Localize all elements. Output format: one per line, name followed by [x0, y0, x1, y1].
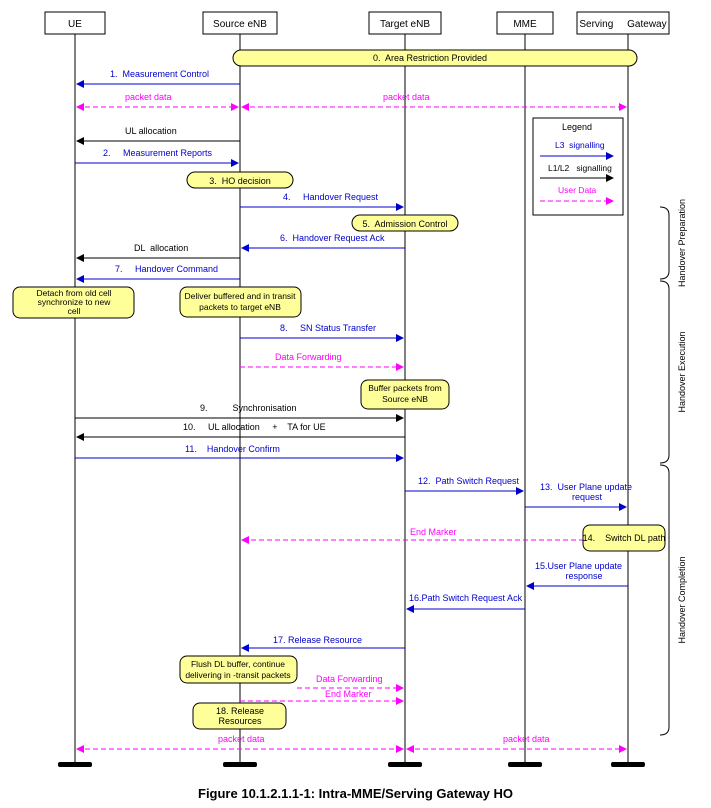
lifeline-foot-mme [508, 762, 542, 767]
label-handover-request-ack: 6. Handover Request Ack [280, 233, 385, 243]
lifeline-foot-serving-gateway [611, 762, 645, 767]
note-admission-control [351, 214, 459, 232]
lifeline-foot-source-enb [223, 762, 257, 767]
entity-box-serving-gateway [576, 11, 670, 35]
label-measurement-reports: 2. Measurement Reports [103, 148, 213, 158]
label-buffer-1: Buffer packets from [368, 383, 442, 393]
note-detach [12, 286, 135, 319]
label-flush-2: delivering in -transit packets [185, 670, 290, 680]
label-admission-control: 5. Admission Control [362, 219, 447, 229]
label-path-switch-request: 12. Path Switch Request [418, 476, 520, 486]
note-ho-decision [186, 171, 294, 189]
label-packet-data-3: packet data [218, 734, 265, 744]
lifeline-foot-ue [58, 762, 92, 767]
label-switch-dl-path: 14. Switch DL path [583, 533, 666, 543]
label-detach-3: cell [68, 306, 81, 316]
label-area-restriction: 0. Area Restriction Provided [373, 53, 487, 63]
entity-label-mme: MME [513, 19, 537, 30]
note-switch-dl-path [582, 524, 666, 552]
label-release-resources-2: Resources [218, 716, 262, 726]
label-packet-data-4: packet data [503, 734, 550, 744]
label-handover-execution: Handover Execution [677, 331, 687, 412]
brace-handover-execution [659, 280, 670, 464]
label-synchronisation: 9. Synchronisation [200, 403, 297, 413]
brace-handover-preparation [659, 206, 670, 280]
lifeline-foot-target-enb [388, 762, 422, 767]
label-handover-preparation: Handover Preparation [677, 199, 687, 287]
label-handover-completion: Handover Completion [677, 556, 687, 643]
label-flush-1: Flush DL buffer, continue [191, 659, 285, 669]
label-ul-allocation-ta: 10. UL allocation + TA for UE [183, 422, 326, 432]
label-user-plane-update-request-2: request [572, 492, 603, 502]
legend-l3-label: L3 signalling [555, 140, 605, 150]
label-end-marker-2: End Marker [325, 689, 372, 699]
label-user-plane-update-request-1: 13. User Plane update [540, 482, 632, 492]
entity-label-source-enb: Source eNB [213, 19, 267, 30]
label-detach-2: synchronize to new [38, 297, 112, 307]
label-dl-allocation: DL allocation [134, 243, 188, 253]
label-release-resource: 17. Release Resource [273, 635, 362, 645]
label-handover-request: 4. Handover Request [283, 192, 379, 202]
label-packet-data-1: packet data [125, 92, 172, 102]
label-packet-data-2: packet data [383, 92, 430, 102]
label-deliver-1: Deliver buffered and in transit [185, 291, 297, 301]
note-buffer-packets [360, 379, 450, 410]
entity-box-source-enb [202, 11, 278, 35]
label-detach-1: Detach from old cell [36, 288, 111, 298]
entity-box-target-enb [368, 11, 442, 35]
note-area-restriction [232, 49, 638, 67]
label-handover-confirm: 11. Handover Confirm [185, 444, 280, 454]
note-flush-dl-buffer [179, 655, 298, 684]
legend-user-data-label: User Data [558, 185, 597, 195]
entity-label-serving-gateway: Serving Gateway [579, 19, 666, 30]
label-measurement-control: 1. Measurement Control [110, 69, 209, 79]
figure-caption: Figure 10.1.2.1.1-1: Intra-MME/Serving G… [198, 786, 513, 801]
entity-label-ue: UE [68, 19, 82, 30]
label-user-plane-update-response-2: response [565, 571, 602, 581]
entity-box-ue [44, 11, 106, 35]
label-ho-decision: 3. HO decision [209, 176, 271, 186]
entity-label-target-enb: Target eNB [380, 19, 430, 30]
label-sn-status-transfer: 8. SN Status Transfer [280, 323, 376, 333]
note-deliver-buffered [179, 286, 302, 318]
label-end-marker-1: End Marker [410, 527, 457, 537]
label-data-forwarding-2: Data Forwarding [316, 674, 383, 684]
label-ul-allocation: UL allocation [125, 126, 177, 136]
brace-handover-completion [659, 464, 670, 736]
label-release-resources-1: 18. Release [216, 706, 264, 716]
legend-l1l2-label: L1/L2 signalling [548, 163, 612, 173]
label-path-switch-request-ack: 16.Path Switch Request Ack [409, 593, 523, 603]
legend-title: Legend [562, 122, 592, 132]
label-data-forwarding-1: Data Forwarding [275, 352, 342, 362]
label-buffer-2: Source eNB [382, 394, 428, 404]
label-handover-command: 7. Handover Command [115, 264, 218, 274]
label-user-plane-update-response-1: 15.User Plane update [535, 561, 622, 571]
note-release-resources [192, 702, 287, 730]
entity-box-mme [496, 11, 554, 35]
label-deliver-2: packets to target eNB [199, 302, 281, 312]
